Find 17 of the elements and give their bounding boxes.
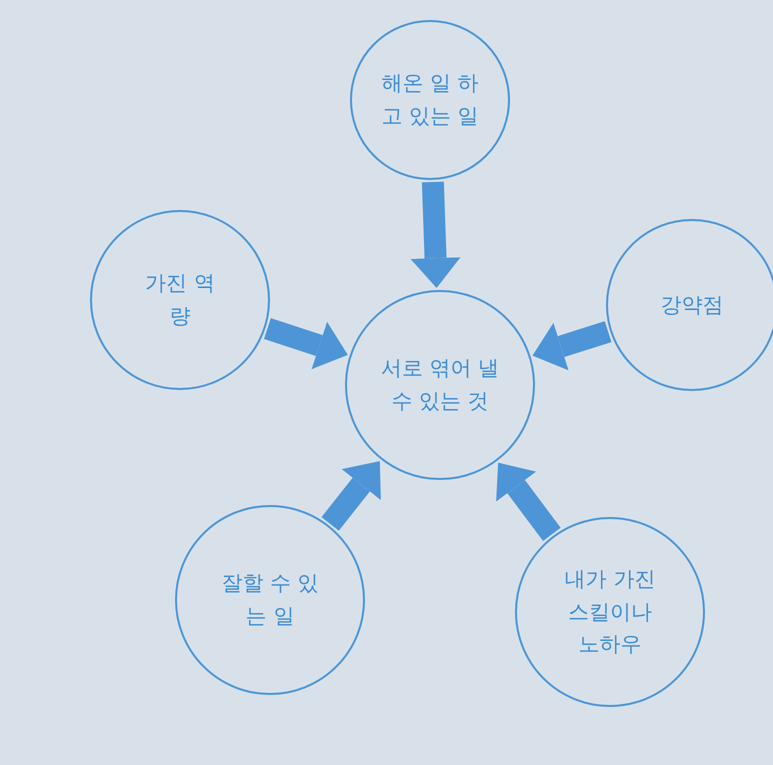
block-arrow bbox=[532, 321, 612, 370]
node-label: 가진 역량 bbox=[144, 270, 216, 330]
circle-node bbox=[175, 505, 365, 695]
node-label: 잘할 수 있는 일 bbox=[220, 570, 320, 630]
circle-node bbox=[345, 290, 535, 480]
node-label: 내가 가진 스킬이나 노하우 bbox=[564, 566, 656, 658]
block-arrow bbox=[264, 318, 348, 370]
block-arrow bbox=[410, 182, 461, 288]
node-label: 해온 일 하고 있는 일 bbox=[380, 70, 480, 130]
block-arrow bbox=[496, 462, 561, 541]
node-label: 서로 엮어 낼 수 있는 것 bbox=[380, 355, 500, 415]
circle-node bbox=[350, 20, 510, 180]
block-arrow bbox=[322, 461, 381, 531]
circle-node bbox=[606, 219, 773, 391]
node-label: 강약점 bbox=[660, 292, 724, 319]
circle-node bbox=[90, 210, 270, 390]
circle-node bbox=[515, 517, 705, 707]
